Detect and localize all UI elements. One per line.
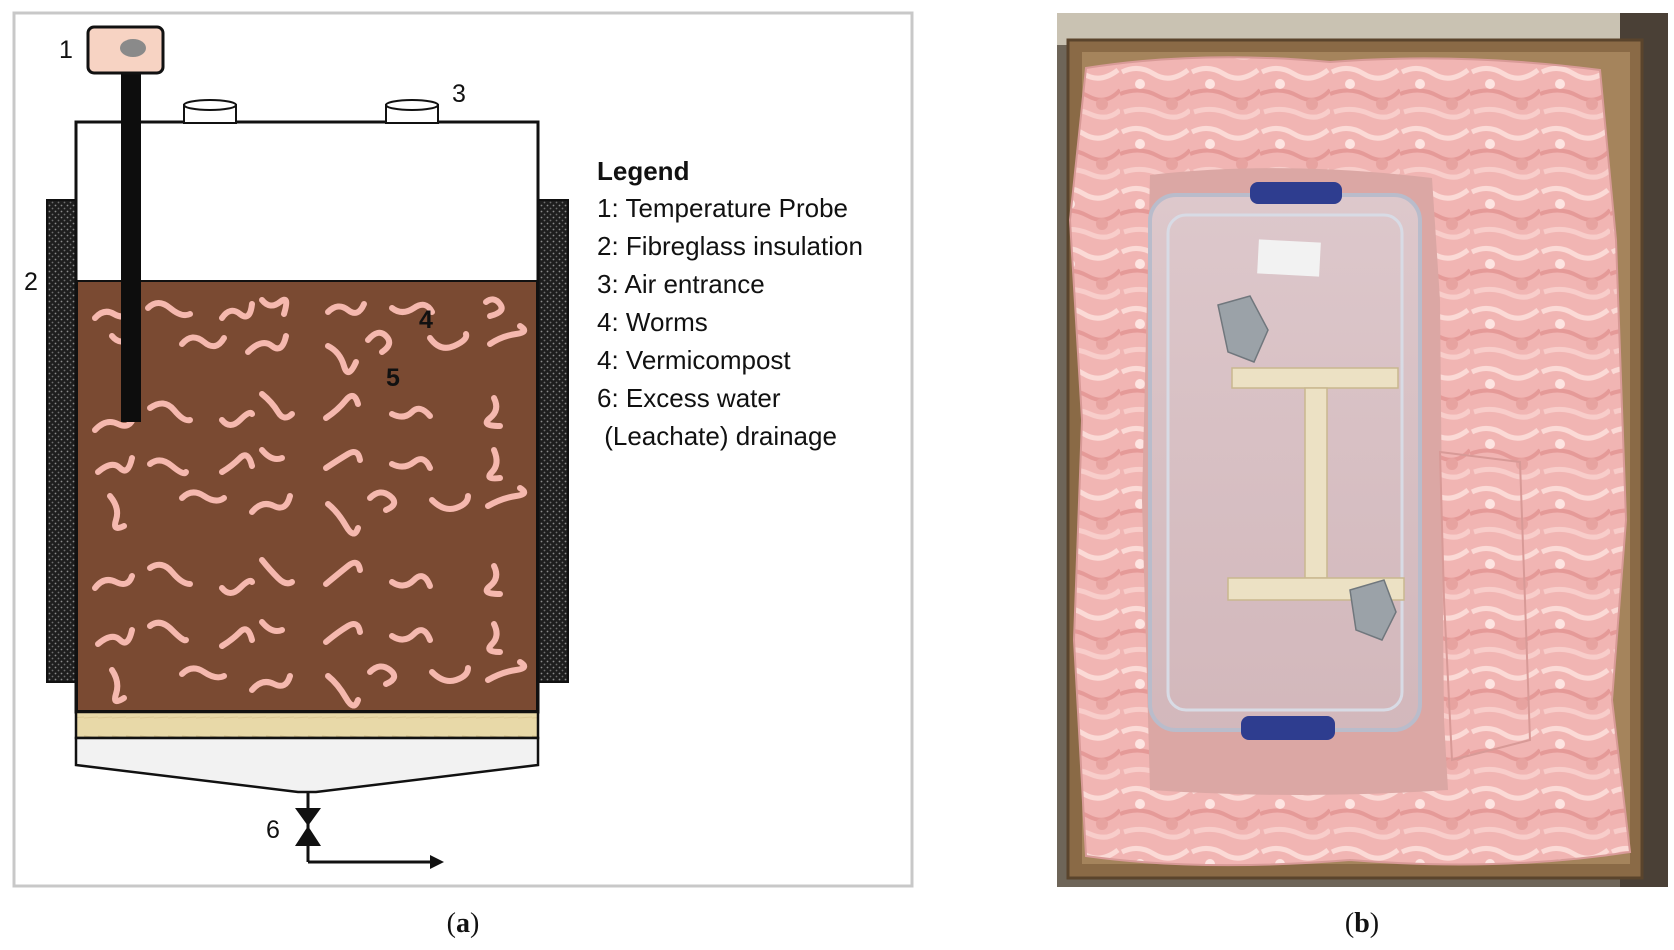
legend-item: (Leachate) drainage <box>597 421 837 451</box>
worm <box>367 489 398 513</box>
insulation-right <box>537 199 569 683</box>
worm <box>95 627 135 647</box>
metal-bracket <box>1349 579 1397 641</box>
bin-label <box>1257 239 1321 277</box>
worm <box>147 400 193 424</box>
worm <box>325 301 367 316</box>
worm <box>323 449 363 471</box>
temperature-probe-rod <box>121 68 141 422</box>
worm <box>389 573 433 589</box>
label-vermicompost: 5 <box>386 364 400 392</box>
worm <box>107 493 127 531</box>
insulation-left <box>46 199 78 683</box>
worm <box>147 561 193 587</box>
arrow-right-icon <box>430 855 444 869</box>
probe-sensor-icon <box>120 39 146 57</box>
worm <box>483 563 503 597</box>
insulation-block <box>1438 450 1532 762</box>
worm <box>219 409 255 428</box>
worm <box>259 557 295 587</box>
worm <box>389 405 433 420</box>
worm <box>259 447 285 462</box>
worm <box>92 573 135 591</box>
label-insulation: 2 <box>24 268 38 296</box>
worm <box>245 333 289 355</box>
worm <box>325 673 361 709</box>
legend-item: 3: Air entrance <box>597 269 765 299</box>
worm <box>429 493 471 512</box>
worm <box>427 331 470 351</box>
worm <box>95 455 135 475</box>
label-air-entrance: 3 <box>452 80 466 108</box>
worm <box>259 391 295 421</box>
worm <box>389 301 435 315</box>
panel-b-caption: (b) <box>1345 908 1379 939</box>
worm <box>365 329 393 355</box>
worm <box>483 395 503 429</box>
legend-item: 4: Worms <box>597 307 708 337</box>
worm <box>179 489 227 504</box>
label-worms: 4 <box>419 306 433 334</box>
worm <box>249 493 293 515</box>
worm <box>147 619 189 644</box>
legend-item: 2: Fibreglass insulation <box>597 231 863 261</box>
panel-b-photo: (b) <box>1057 13 1668 939</box>
bin-handle-top <box>1250 182 1342 204</box>
worm <box>483 296 505 319</box>
worm <box>219 301 255 321</box>
label-drainage: 6 <box>266 816 280 844</box>
worm <box>92 413 137 433</box>
worm <box>249 673 293 693</box>
worm <box>389 627 433 643</box>
worm <box>485 485 528 509</box>
worm <box>389 456 433 471</box>
worm <box>486 621 503 655</box>
panel-a-caption: (a) <box>447 908 480 939</box>
panel-a: 1 2 3 4 5 6 Legend 1: Temperature Probe … <box>12 11 914 939</box>
worm <box>219 626 255 649</box>
legend: Legend 1: Temperature Probe 2: Fibreglas… <box>597 156 863 451</box>
wood-support <box>1231 367 1399 389</box>
worm <box>429 665 471 684</box>
worm <box>259 296 290 317</box>
worm <box>323 559 363 587</box>
worm <box>485 659 528 683</box>
worm <box>323 392 361 421</box>
plastic-bin <box>1148 193 1422 732</box>
vermicompost-layer <box>76 280 538 712</box>
worm <box>259 619 285 634</box>
worm <box>323 621 363 645</box>
legend-title: Legend <box>597 156 689 186</box>
filter-layer <box>74 710 540 740</box>
worm <box>219 452 255 475</box>
worm <box>145 300 193 319</box>
worm <box>325 343 359 375</box>
label-temperature-probe: 1 <box>59 36 73 64</box>
worm <box>219 577 255 596</box>
worm <box>487 323 528 347</box>
legend-item: 4: Vermicompost <box>597 345 791 375</box>
worm <box>367 663 398 687</box>
worm <box>147 457 189 477</box>
worm <box>179 665 227 681</box>
air-entrance-right <box>385 99 439 124</box>
legend-item: 6: Excess water <box>597 383 781 413</box>
worm <box>486 447 503 482</box>
worm <box>109 667 127 705</box>
air-entrance-left <box>183 99 237 124</box>
worm <box>325 501 361 537</box>
bin-handle-bottom <box>1241 716 1335 740</box>
legend-item: 1: Temperature Probe <box>597 193 848 223</box>
worm <box>179 334 227 350</box>
leachate-funnel <box>74 736 540 794</box>
valve-icon <box>295 808 321 846</box>
metal-bracket <box>1217 295 1269 363</box>
